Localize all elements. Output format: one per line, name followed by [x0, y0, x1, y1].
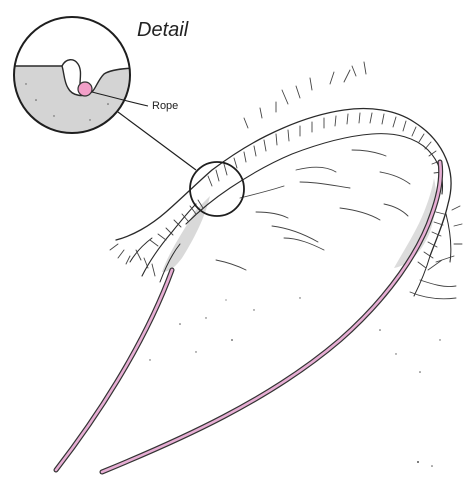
rock-shading [162, 178, 436, 272]
paper-specks [149, 297, 440, 467]
rope-label: Rope [152, 100, 178, 112]
detail-connector-line [118, 112, 196, 170]
rope-left-strand [56, 270, 172, 470]
detail-title: Detail [137, 19, 189, 41]
rope [56, 162, 441, 472]
rock-edge [116, 109, 451, 297]
detail-rope-cross-section [78, 82, 92, 96]
magnifier-circle [190, 162, 244, 216]
detail-inset [0, 17, 148, 140]
